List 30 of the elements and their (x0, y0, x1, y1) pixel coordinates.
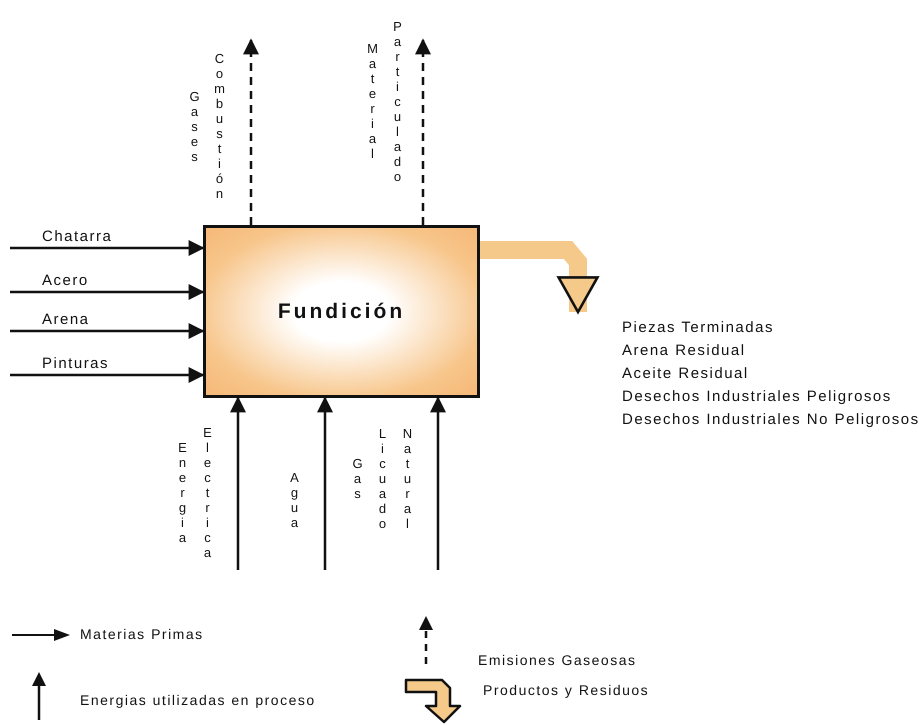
edge-label: Arena (42, 311, 90, 328)
output-item: Piezas Terminadas (622, 318, 775, 338)
dashed-arrow (415, 38, 431, 225)
block-arrow (480, 241, 599, 314)
arrow (10, 367, 205, 383)
edge-label: Acero (42, 272, 89, 289)
process-box (203, 225, 480, 398)
output-item: Arena Residual (622, 341, 747, 361)
arrow (317, 396, 333, 570)
legend-text: Materias Primas (80, 626, 204, 642)
legend-text: Productos y Residuos (483, 682, 650, 698)
arrow (10, 284, 205, 300)
output-item: Aceite Residual (622, 364, 750, 384)
process-title: Fundición (278, 300, 406, 324)
edge-label: Gases Combustión (186, 50, 228, 203)
edge-label: Pinturas (42, 355, 110, 372)
output-item: Desechos Industriales No Peligrosos (622, 410, 919, 430)
arrow (430, 396, 446, 570)
legend-text: Energias utilizadas en proceso (80, 692, 316, 708)
edge-label: Gas Licuado Natural (349, 424, 416, 532)
edge-label: Chatarra (42, 228, 112, 245)
edge-label: Material Particulado (364, 18, 406, 186)
edge-label: Energia Electrica (174, 424, 216, 562)
arrow (10, 323, 205, 339)
arrow (230, 396, 246, 570)
dashed-arrow (243, 38, 259, 225)
output-item: Desechos Industriales Peligrosos (622, 387, 893, 407)
legend-text: Emisiones Gaseosas (478, 652, 637, 668)
arrow (10, 240, 205, 256)
edge-label: Agua (286, 469, 303, 532)
